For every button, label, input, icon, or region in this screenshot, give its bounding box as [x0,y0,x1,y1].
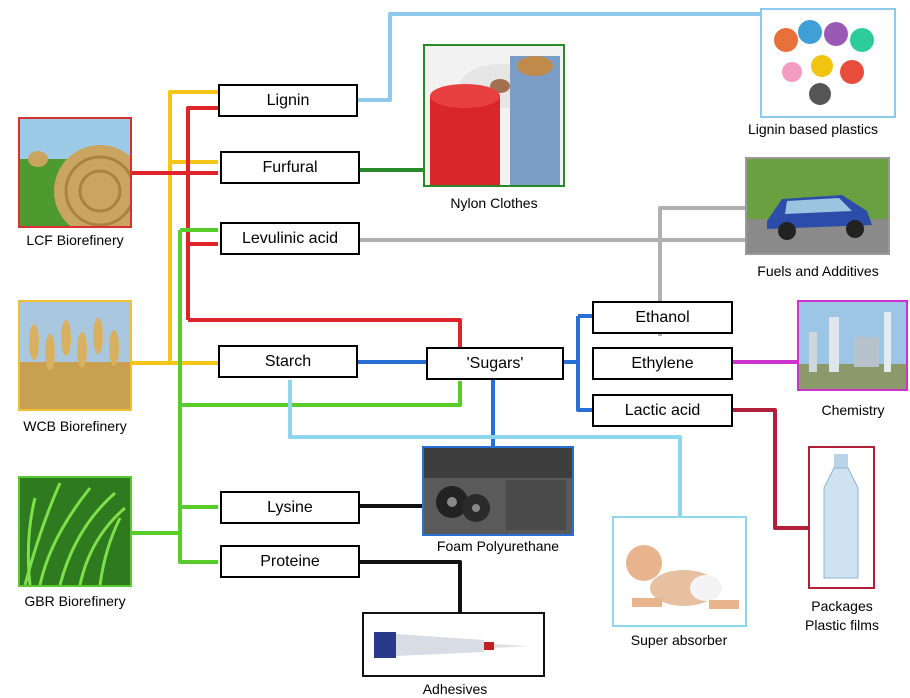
adhesives-image [362,612,545,677]
car-photo-icon [747,159,888,253]
baby-photo-icon [614,518,745,625]
wcb-label: WCB Biorefinery [23,418,127,434]
chemistry-image [797,300,908,391]
nylon-label: Nylon Clothes [450,195,538,211]
grass-photo-icon [20,478,130,585]
refinery-photo-icon [799,302,906,389]
wire-sugars-branch [576,316,592,412]
lcf-image [18,117,132,228]
wcb-image [18,300,132,411]
wire-lignin-plastics [358,12,760,102]
hay-bale-photo-icon [20,119,130,226]
wire-starch-super [288,380,682,516]
lactic-acid-box: Lactic acid [592,394,733,427]
wire-lcf-sugars [188,318,462,347]
starch-box: Starch [218,345,358,378]
levulinic-acid-box: Levulinic acid [220,222,360,255]
watches-photo-icon [762,10,894,116]
foam-label: Foam Polyurethane [436,538,560,554]
lignin-box: Lignin [218,84,358,117]
fuels-label: Fuels and Additives [757,263,879,279]
yarn-spools-photo-icon [425,46,563,185]
fuels-image [745,157,890,255]
wheat-photo-icon [20,302,130,409]
wire-gbr-sugars [180,381,462,407]
wire-wcb-trunk [168,90,218,363]
packages-image [808,446,875,589]
lignin-plastics-image [760,8,896,118]
packages-label-2: Plastic films [805,617,879,633]
wire-proteine-adhesives [360,560,462,614]
gbr-label: GBR Biorefinery [24,593,126,609]
lysine-box: Lysine [220,491,360,524]
packages-label-1: Packages [811,598,873,614]
lignin-plastics-label: Lignin based plastics [748,121,878,137]
ethanol-box: Ethanol [592,301,733,334]
wire-lactic-packages [733,408,808,530]
glue-tube-photo-icon [364,614,543,675]
wire-lcf-trunk [186,106,218,320]
lcf-label: LCF Biorefinery [26,232,124,248]
nylon-image [423,44,565,187]
foam-photo-icon [424,448,572,534]
super-absorber-image [612,516,747,627]
chemistry-label: Chemistry [821,402,885,418]
gbr-image [18,476,132,587]
ethylene-box: Ethylene [592,347,733,380]
wire-gbr-trunk [178,230,218,564]
bottle-photo-icon [810,448,873,587]
proteine-box: Proteine [220,545,360,578]
wire-ethanol-fuels [658,206,745,336]
sugars-box: 'Sugars' [426,347,564,380]
super-absorber-label: Super absorber [630,632,728,648]
adhesives-label: Adhesives [422,681,488,697]
foam-image [422,446,574,536]
furfural-box: Furfural [220,151,360,184]
